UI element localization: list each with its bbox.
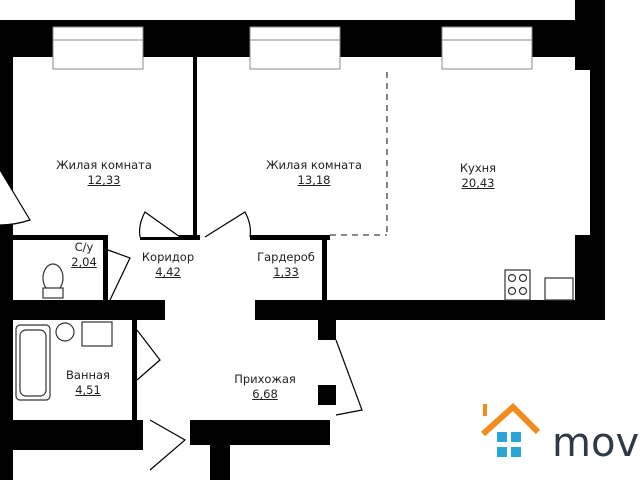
logo-text: mov	[552, 420, 640, 466]
fixtures	[15, 263, 574, 401]
walls	[0, 0, 605, 480]
sink	[55, 322, 75, 342]
kitchen-sink	[544, 277, 574, 301]
door-swings	[0, 169, 363, 471]
interior	[13, 70, 590, 235]
logo-icon	[480, 402, 541, 457]
stove	[504, 269, 531, 301]
windows	[52, 26, 533, 70]
